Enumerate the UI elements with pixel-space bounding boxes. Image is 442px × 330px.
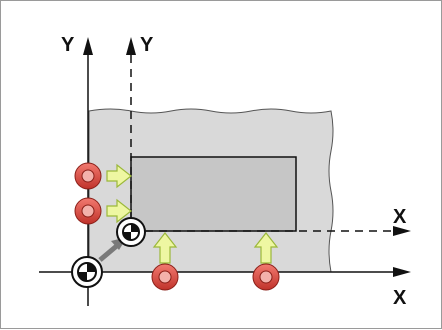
machine-x-arrowhead	[393, 267, 411, 277]
probe-arrow-left-lower	[106, 198, 132, 224]
workpiece-x-label: X	[393, 206, 407, 228]
probe-arrow-bottom-right	[253, 232, 279, 264]
probe-arrow-left-upper	[106, 163, 132, 189]
part-rectangle	[130, 156, 297, 232]
probe-contact-icon	[74, 197, 102, 225]
workpiece-x-arrowhead	[393, 226, 411, 236]
probe-contact-icon	[74, 162, 102, 190]
probe-arrow-bottom-left	[152, 232, 178, 264]
machine-datum-icon	[71, 256, 103, 288]
workpiece-datum-icon	[116, 217, 146, 247]
machine-y-arrowhead	[83, 37, 93, 55]
workpiece-y-label: Y	[140, 34, 154, 56]
probe-contact-icon	[252, 263, 280, 291]
machine-y-label: Y	[61, 34, 75, 56]
probe-contact-icon	[151, 263, 179, 291]
workpiece-y-arrowhead	[126, 37, 136, 55]
machine-x-label: X	[393, 287, 407, 309]
datum-shift-arrow-shaft	[98, 242, 121, 262]
